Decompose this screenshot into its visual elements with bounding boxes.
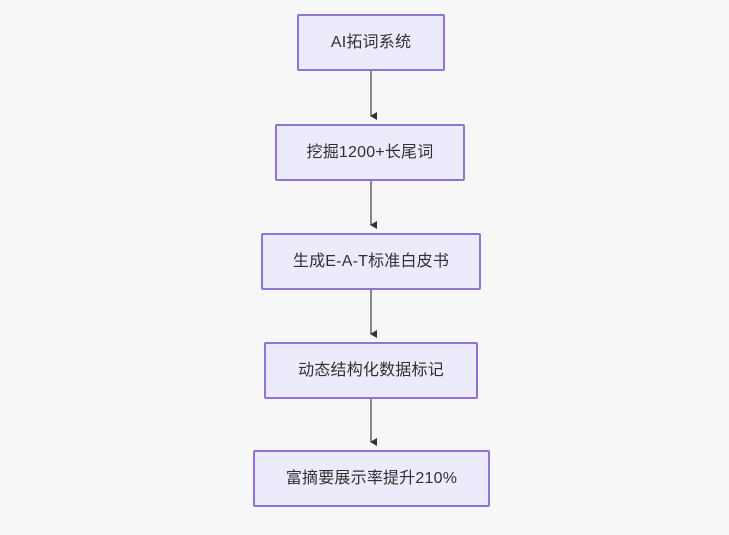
flow-node-ai-keyword-system[interactable]: AI拓词系统 [297,14,445,71]
flow-node-label: 动态结构化数据标记 [298,361,444,379]
flow-node-generate-eat-whitepaper[interactable]: 生成E-A-T标准白皮书 [261,233,481,290]
flow-node-dynamic-structured-data-markup[interactable]: 动态结构化数据标记 [264,342,478,399]
flow-node-label: 富摘要展示率提升210% [285,469,458,487]
flow-node-rich-snippet-rate-increase[interactable]: 富摘要展示率提升210% [253,450,490,507]
flow-node-label: AI拓词系统 [330,33,412,51]
flow-node-label: 生成E-A-T标准白皮书 [292,252,450,270]
flow-node-label: 挖掘1200+长尾词 [306,143,434,161]
flow-node-mine-longtail-keywords[interactable]: 挖掘1200+长尾词 [275,124,465,181]
